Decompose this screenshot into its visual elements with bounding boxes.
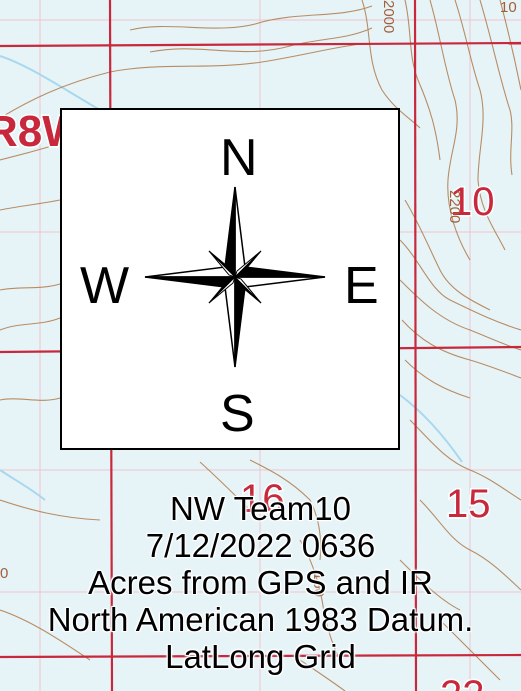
section-number-22: 22: [440, 673, 485, 691]
section-number-16: 16: [240, 477, 285, 521]
section-number-10: 10: [450, 180, 495, 224]
notes-grid: LatLong Grid: [165, 638, 356, 675]
notes-timestamp: 7/12/2022 0636: [145, 527, 376, 564]
contour-label-top-right: 10: [500, 0, 517, 16]
map-notes: NW Team10 7/12/2022 0636 Acres from GPS …: [0, 490, 521, 675]
stream-lines: [0, 55, 463, 501]
compass-box: N S E W: [60, 108, 400, 450]
compass-rose-icon: [144, 186, 326, 368]
compass-south-label: S: [220, 385, 255, 443]
section-number-15: 15: [446, 482, 491, 526]
compass-east-label: E: [344, 257, 379, 315]
compass-west-label: W: [80, 257, 130, 315]
contour-label-left: 0: [0, 565, 8, 582]
contour-label-2200: 2200: [446, 190, 463, 223]
contour-label-top: 2000: [380, 0, 397, 33]
notes-acreage-source: Acres from GPS and IR: [88, 564, 433, 601]
compass-north-label: N: [220, 129, 258, 187]
notes-datum: North American 1983 Datum.: [47, 601, 474, 638]
contour-label-bottom: 160: [310, 572, 327, 597]
notes-team: NW Team10: [170, 490, 351, 527]
